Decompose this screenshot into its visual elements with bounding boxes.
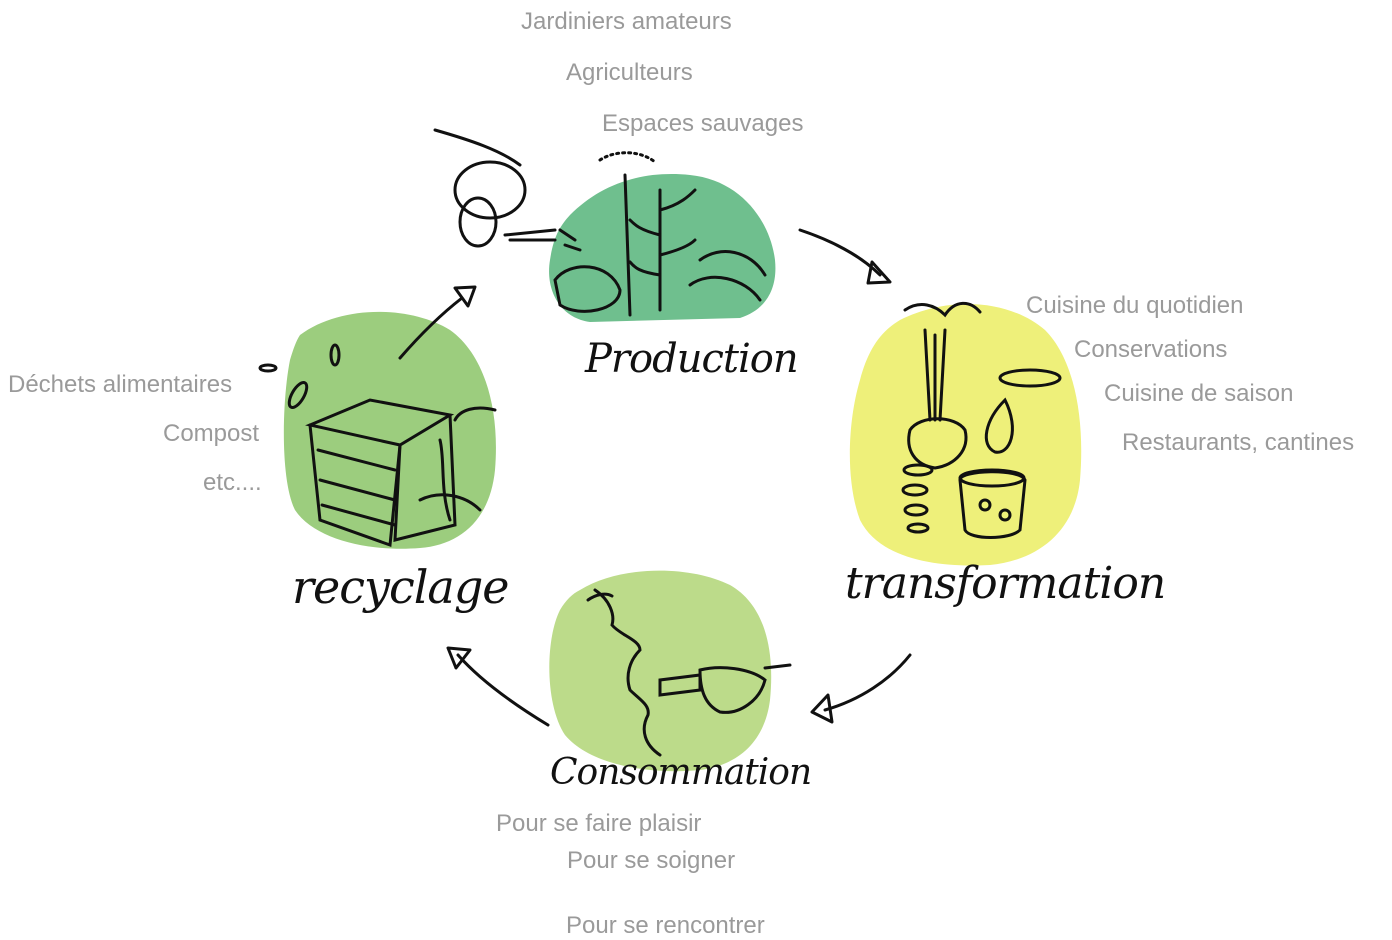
- transformation-item-4: Restaurants, cantines: [1122, 429, 1355, 456]
- consommation-item-1: Pour se faire plaisir: [496, 810, 702, 837]
- consommation-blob: [549, 570, 772, 772]
- arrow-transformation-to-consommation-head: [810, 693, 834, 724]
- consommation-title: Consommation: [550, 752, 812, 793]
- watering-can-icon: [433, 128, 582, 252]
- arrow-consommation-to-recyclage-head: [446, 646, 472, 670]
- transformation-item-3: Cuisine de saison: [1104, 380, 1294, 407]
- transformation-title: transformation: [845, 558, 1166, 609]
- transformation-item-1: Cuisine du quotidien: [1026, 292, 1244, 319]
- person-eating-icon: [586, 588, 792, 757]
- production-title: Production: [585, 336, 799, 382]
- arrow-production-to-transformation-head: [866, 260, 892, 285]
- consommation-item-3: Pour se rencontrer: [566, 912, 765, 939]
- arrow-transformation-to-consommation: [823, 653, 912, 712]
- production-item-1: Jardiniers amateurs: [521, 8, 732, 35]
- recyclage-item-1: Déchets alimentaires: [8, 371, 233, 398]
- compost-bin-icon: [258, 343, 497, 548]
- recyclage-blob: [283, 311, 496, 549]
- consommation-item-2: Pour se soigner: [567, 847, 736, 874]
- production-item-2: Agriculteurs: [566, 59, 693, 86]
- production-item-3: Espaces sauvages: [602, 110, 804, 137]
- arrow-consommation-to-recyclage: [456, 653, 550, 727]
- arrow-recyclage-to-production: [398, 296, 464, 360]
- plants-icon: [553, 151, 767, 317]
- recyclage-item-2: Compost: [163, 420, 260, 447]
- production-blob: [549, 174, 776, 322]
- arrow-recyclage-to-production-head: [453, 285, 477, 308]
- vegetables-jar-icon: [901, 301, 1062, 539]
- transformation-item-2: Conservations: [1074, 336, 1228, 363]
- cycle-arrows: [398, 228, 912, 727]
- recyclage-title: recyclage: [292, 560, 510, 614]
- arrow-production-to-transformation: [798, 228, 882, 277]
- recyclage-item-3: etc....: [203, 469, 262, 496]
